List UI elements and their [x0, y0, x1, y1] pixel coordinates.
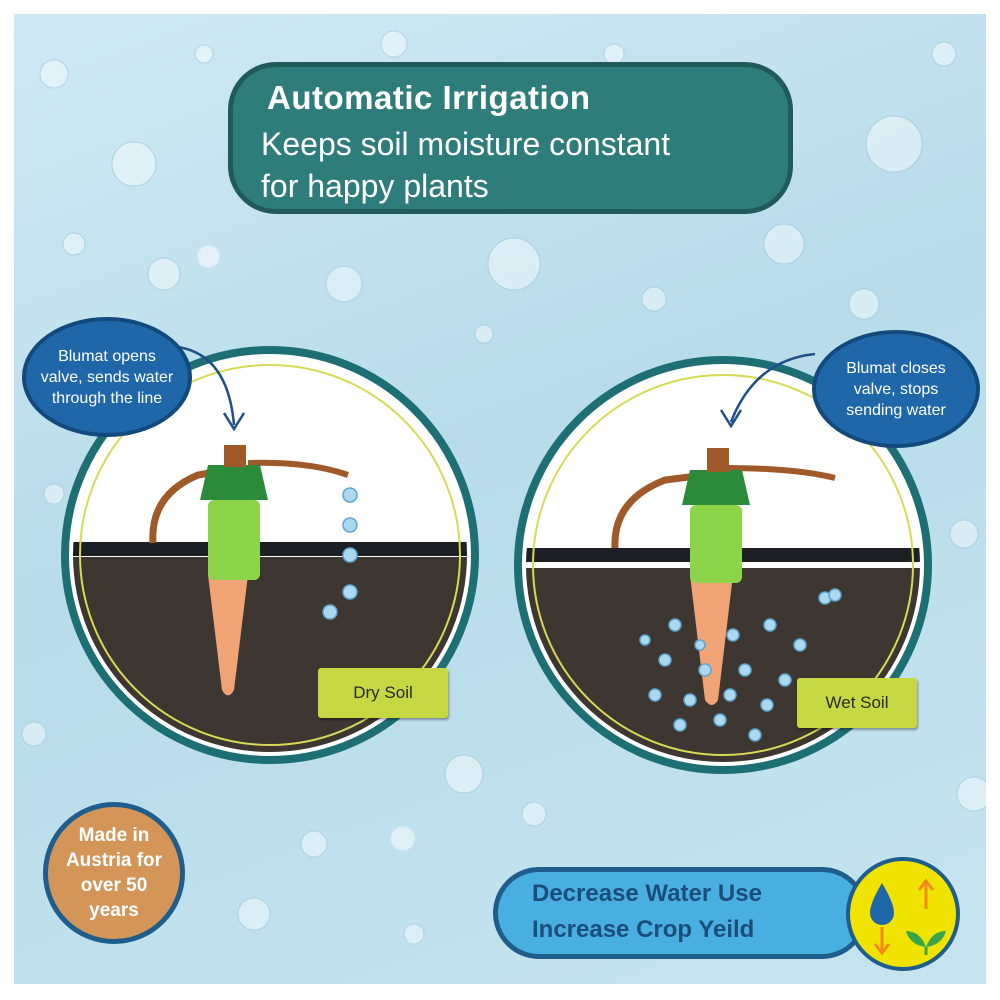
supply-tube: [149, 464, 239, 544]
sensor-body: [208, 500, 260, 580]
sprout-icon: [906, 931, 946, 955]
sensor-cap: [682, 470, 750, 505]
benefits-banner: Decrease Water Use Increase Crop Yeild: [493, 867, 868, 959]
benefit-line-1: Decrease Water Use: [532, 880, 762, 907]
subtitle-line-1: Keeps soil moisture constant: [261, 126, 671, 162]
callout-arrow: [177, 345, 236, 426]
callout-arrow: [729, 352, 816, 423]
valve-head: [224, 445, 246, 467]
valve-head: [707, 448, 729, 472]
subtitle-line-2: for happy plants: [261, 168, 489, 204]
valve-open-callout: Blumat opens valve, sends water through …: [22, 317, 192, 437]
drip-line-pipe: [73, 542, 467, 556]
drip-tube: [724, 465, 836, 481]
title-subheading: Keeps soil moisture constant for happy p…: [261, 123, 670, 207]
title-heading: Automatic Irrigation: [267, 79, 591, 116]
wet-soil-illustration: [514, 352, 932, 774]
up-arrow-icon: [917, 878, 935, 909]
benefit-line-2: Increase Crop Yeild: [532, 916, 755, 943]
down-arrow-icon: [873, 927, 891, 956]
sensor-cap: [200, 465, 268, 500]
supply-tube: [611, 471, 706, 549]
wet-soil-label: Wet Soil: [797, 678, 917, 728]
sensor-body: [690, 505, 742, 583]
dripping-water-drops: [322, 487, 358, 620]
water-yield-badge: [846, 857, 960, 971]
valve-closed-callout: Blumat closes valve, stops sending water: [812, 330, 980, 448]
drip-tube: [247, 459, 349, 478]
dry-soil-label: Dry Soil: [318, 668, 448, 718]
title-banner: Automatic Irrigation Keeps soil moisture…: [228, 62, 793, 214]
ceramic-cone: [208, 575, 248, 696]
ceramic-cone: [690, 575, 733, 705]
water-droplets-background: [21, 30, 986, 945]
water-drop-icon: [870, 883, 894, 925]
made-in-austria-badge: Made in Austria for over 50 years: [43, 802, 185, 944]
